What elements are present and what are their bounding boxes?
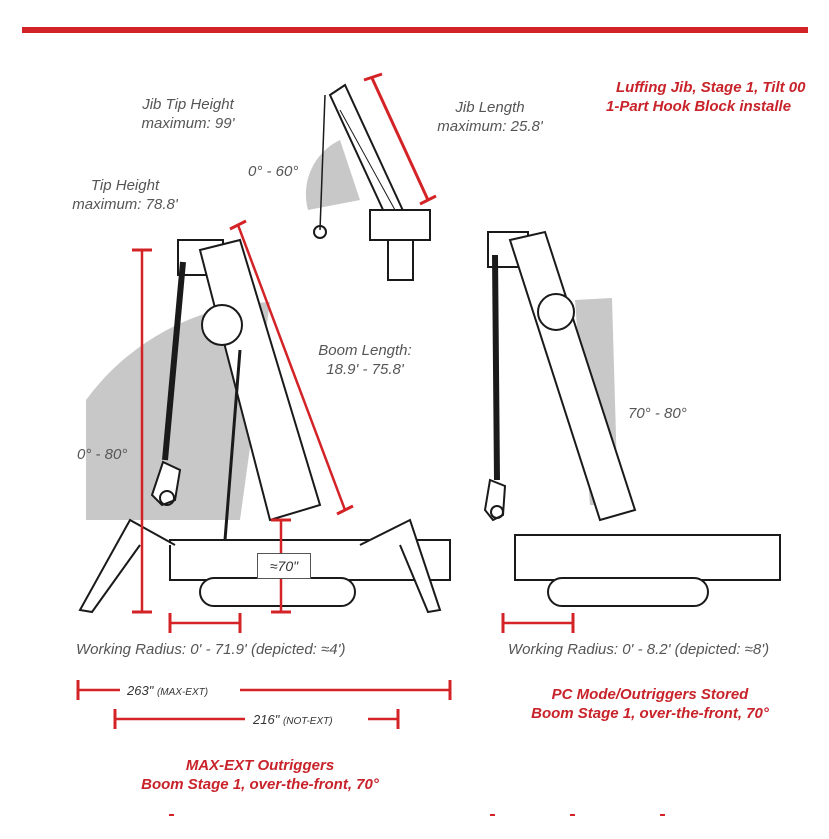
left-crane-drawing <box>78 219 451 633</box>
boom-length-label: Boom Length:18.9' - 75.8' <box>318 342 412 378</box>
luffing-jib-drawing <box>305 72 437 281</box>
jib-angle-label: 0° - 60° <box>248 163 299 180</box>
width-max-ext-label: 263" (MAX-EXT) <box>127 683 209 698</box>
working-radius-right-label: Working Radius: 0' - 8.2' (depicted: ≈8'… <box>508 641 770 658</box>
approx-height-box: ≈70" <box>257 553 311 579</box>
working-radius-left-label: Working Radius: 0' - 71.9' (depicted: ≈4… <box>76 641 346 658</box>
width-not-ext-label: 216" (NOT-EXT) <box>253 712 333 727</box>
top-accent-bar <box>22 27 808 33</box>
width-dimension-lines <box>76 680 452 729</box>
boom-angle-left-label: 0° - 80° <box>77 446 128 463</box>
boom-angle-right-label: 70° - 80° <box>628 405 687 422</box>
right-crane-drawing <box>483 230 781 633</box>
